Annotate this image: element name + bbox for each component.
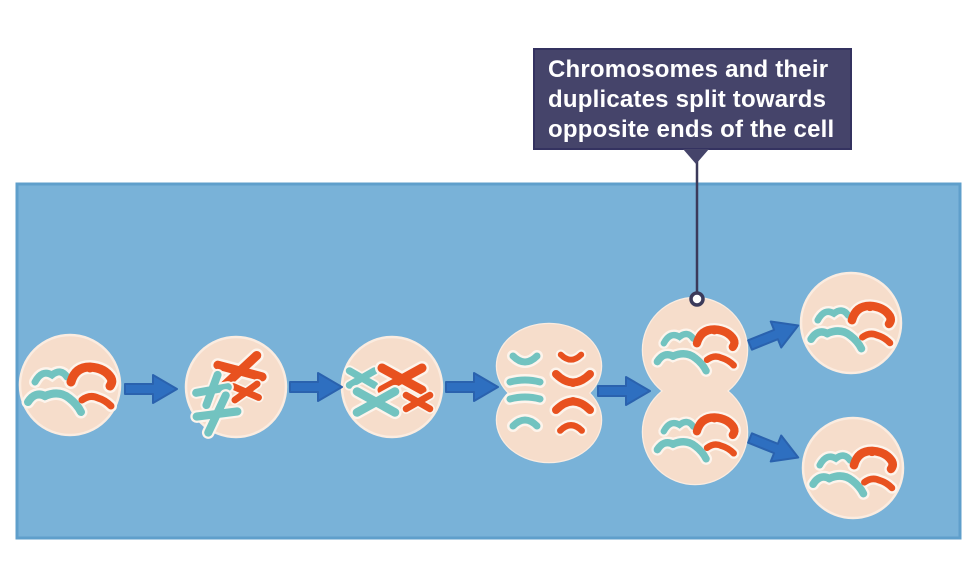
stage6-daughter-cell-bottom — [801, 416, 905, 520]
orange-chromatid — [560, 423, 582, 431]
teal-chromatid — [510, 377, 540, 383]
teal-x-chromosome — [349, 371, 374, 385]
stage5-pinched-cell — [641, 296, 749, 486]
callout-box: Chromosomes and their duplicates split t… — [533, 48, 852, 150]
callout-line: duplicates split towards — [548, 86, 827, 113]
stage1-parent-cell — [18, 333, 122, 437]
orange-x-chromosome — [233, 384, 258, 400]
callout-pointer — [683, 149, 709, 164]
callout-line: Chromosomes and their — [548, 56, 829, 83]
teal-x-chromosome — [357, 392, 395, 413]
orange-x-chromosome — [382, 368, 422, 390]
stage6-daughter-cell-top — [799, 271, 903, 375]
teal-chromatid — [513, 417, 537, 426]
stage3-aligned-cell — [340, 335, 444, 439]
stage4-separating-cell — [495, 322, 603, 464]
teal-chromatid — [513, 356, 537, 365]
orange-chromatid — [561, 355, 581, 363]
teal-chromatid — [510, 394, 540, 400]
blue-panel — [15, 182, 962, 540]
callout-connector-dot — [689, 291, 705, 307]
orange-x-chromosome — [406, 395, 430, 409]
stage2-duplicated-cell — [184, 335, 288, 437]
callout-line: opposite ends of the cell — [548, 116, 835, 143]
